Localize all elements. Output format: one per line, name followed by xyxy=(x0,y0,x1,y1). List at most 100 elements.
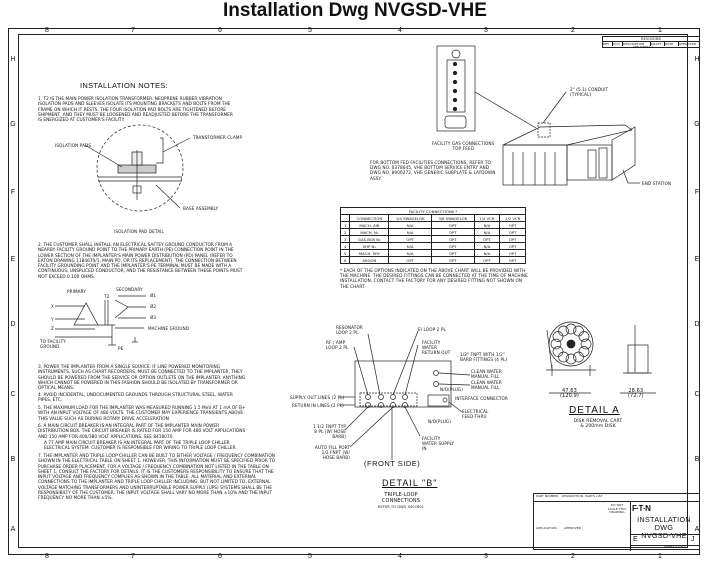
date-col: DATE xyxy=(665,42,679,46)
zone-column-7: 7 xyxy=(131,27,135,34)
plug-label-1: N/O(PLUG) xyxy=(440,387,463,392)
divider xyxy=(630,545,700,546)
note-2: 2. THE CUSTOMER SHALL INSTALL AN ELECTRI… xyxy=(38,243,243,280)
divider xyxy=(630,501,631,551)
table-cell: 4 xyxy=(339,242,351,250)
table-cell: OPT xyxy=(499,235,526,243)
draft-col: DRAFT xyxy=(651,42,665,46)
pe-label: PE xyxy=(118,346,124,351)
wafer-slot xyxy=(552,331,564,342)
t2-label: T2 xyxy=(104,294,110,299)
table-cell: ARGON xyxy=(349,256,390,264)
phase1-label: Ø1 xyxy=(150,293,157,298)
isolation-pad-caption: ISOLATION PAD DETAIL xyxy=(114,229,164,234)
facility-water-return-label: FACILITY WATER RETURN OUT xyxy=(422,340,451,356)
dimension-width: 47.63(120.9) xyxy=(560,389,579,399)
x-label: X xyxy=(51,304,54,309)
note-1: 1. T2 IS THE MAIN POWER ISOLATION TRANSF… xyxy=(38,97,233,124)
zone-row-A: A xyxy=(10,526,16,533)
note-3: 3. POWER THE IMPLANTER FROM A SINGLE SOU… xyxy=(38,365,246,392)
interface-connector-label: INTERFACE CONNECTOR xyxy=(455,396,508,401)
electrical-feedthru-label: ELECTRICAL FEED-THRU xyxy=(462,409,489,420)
drawing-frame xyxy=(8,28,700,555)
dimension-depth: 28.63(72.7) xyxy=(628,389,644,399)
note-6: 6. A MAIN CIRCUIT BREAKER IS AN INTEGRAL… xyxy=(38,424,246,440)
detail-a-title: DETAIL A xyxy=(569,405,620,416)
table-cell: SHP N₂ xyxy=(349,242,390,250)
gas-panel-drawing xyxy=(436,45,537,132)
column-header xyxy=(339,214,351,222)
table-cell: OPT xyxy=(430,235,475,243)
dim-1: 47.63 xyxy=(562,388,577,394)
table-cell: OPT xyxy=(473,256,501,264)
secondary-label: SECONDARY xyxy=(116,287,143,292)
zone-row-G: G xyxy=(694,121,700,128)
table-cell: N/A xyxy=(388,242,432,250)
detail-b-drawing xyxy=(340,330,471,460)
transformer-schematic xyxy=(55,295,146,346)
table-cell: OPT xyxy=(388,256,432,264)
zone-column-1: 1 xyxy=(658,27,662,34)
wafer-slot xyxy=(558,351,569,363)
dim-2: 28.63 xyxy=(628,388,644,394)
zone-row-E: E xyxy=(10,256,16,263)
divider xyxy=(534,501,700,502)
wafer-slot xyxy=(578,346,590,357)
table-cell: N/A xyxy=(388,221,432,229)
table-cell: 1 xyxy=(339,221,351,229)
wafer-slot xyxy=(550,338,562,350)
zone-column-3: 3 xyxy=(484,553,488,560)
dim-1b: (120.9) xyxy=(560,393,579,399)
do-not-scale: DO NOT SCALE THIS DRAWING xyxy=(607,503,627,514)
column-header: 1/4 VCR xyxy=(473,214,501,222)
wafer-slot xyxy=(580,338,592,350)
approved-col: APPROVED xyxy=(679,42,697,46)
drawing-border xyxy=(18,34,688,548)
table-cell: OPT xyxy=(499,256,526,264)
rev-col: REV xyxy=(603,42,613,46)
table-cell: MACH. N₂ xyxy=(349,228,390,236)
column-header: 1/4 SWAGELOK xyxy=(388,214,432,222)
table-cell: N/A xyxy=(473,249,501,257)
zone-column-3: 3 xyxy=(484,27,488,34)
end-station-label: END STATION xyxy=(642,181,672,186)
zone-column-5: 5 xyxy=(308,27,312,34)
table-cell: N/A xyxy=(388,249,432,257)
zone-column-5: 5 xyxy=(308,553,312,560)
front-side-label: (FRONT SIDE) xyxy=(364,459,421,468)
note-4: 4. AVOID INCIDENTAL, UNDOCUMENTED GROUND… xyxy=(38,393,233,404)
clean-water-fill-1: CLEAN WATER MANUAL FILL xyxy=(471,369,502,380)
zone-row-F: F xyxy=(10,189,16,196)
table-cell: N/A xyxy=(473,221,501,229)
table-cell: OPT xyxy=(499,249,526,257)
zone-column-7: 7 xyxy=(131,553,135,560)
sheet-number: SHEET 2 OF 2 xyxy=(664,545,686,549)
wafer-slot xyxy=(565,353,577,365)
detail-a-sub-1: DISK REMOVAL CART xyxy=(573,419,623,424)
machine-ground-label: MACHINE GROUND xyxy=(148,326,190,331)
table-cell: OPT xyxy=(499,242,526,250)
plug-label-2: N/O(PLUG) xyxy=(428,419,451,424)
zone-row-E: E xyxy=(694,256,700,263)
detail-b-title: DETAIL "B" xyxy=(382,478,438,488)
facility-table-footnote: * EACH OF THE OPTIONS INDICATED ON THE A… xyxy=(340,268,528,289)
divider xyxy=(630,534,700,535)
wafer-slot xyxy=(565,323,577,335)
drawing-title-2: NVGSD-VHE xyxy=(641,531,687,540)
parts-list-label: PARTS LIST xyxy=(585,494,603,498)
supply-out-label: SUPPLY OUT LINES (2 PL) xyxy=(290,395,345,400)
detail-a-sub-2: & 200mm DISK xyxy=(580,424,616,430)
table-cell: N/A xyxy=(388,228,432,236)
description-label: DESCRIPTION xyxy=(561,494,584,498)
table-cell: OPT xyxy=(430,228,475,236)
detail-b-subtitle: TRIPLE-LOOP CONNECTIONS REFER TO DWG 040… xyxy=(376,492,426,510)
isolation-pad-detail xyxy=(84,124,191,212)
table-cell: 3 xyxy=(339,235,351,243)
table-cell: 2 xyxy=(339,228,351,236)
